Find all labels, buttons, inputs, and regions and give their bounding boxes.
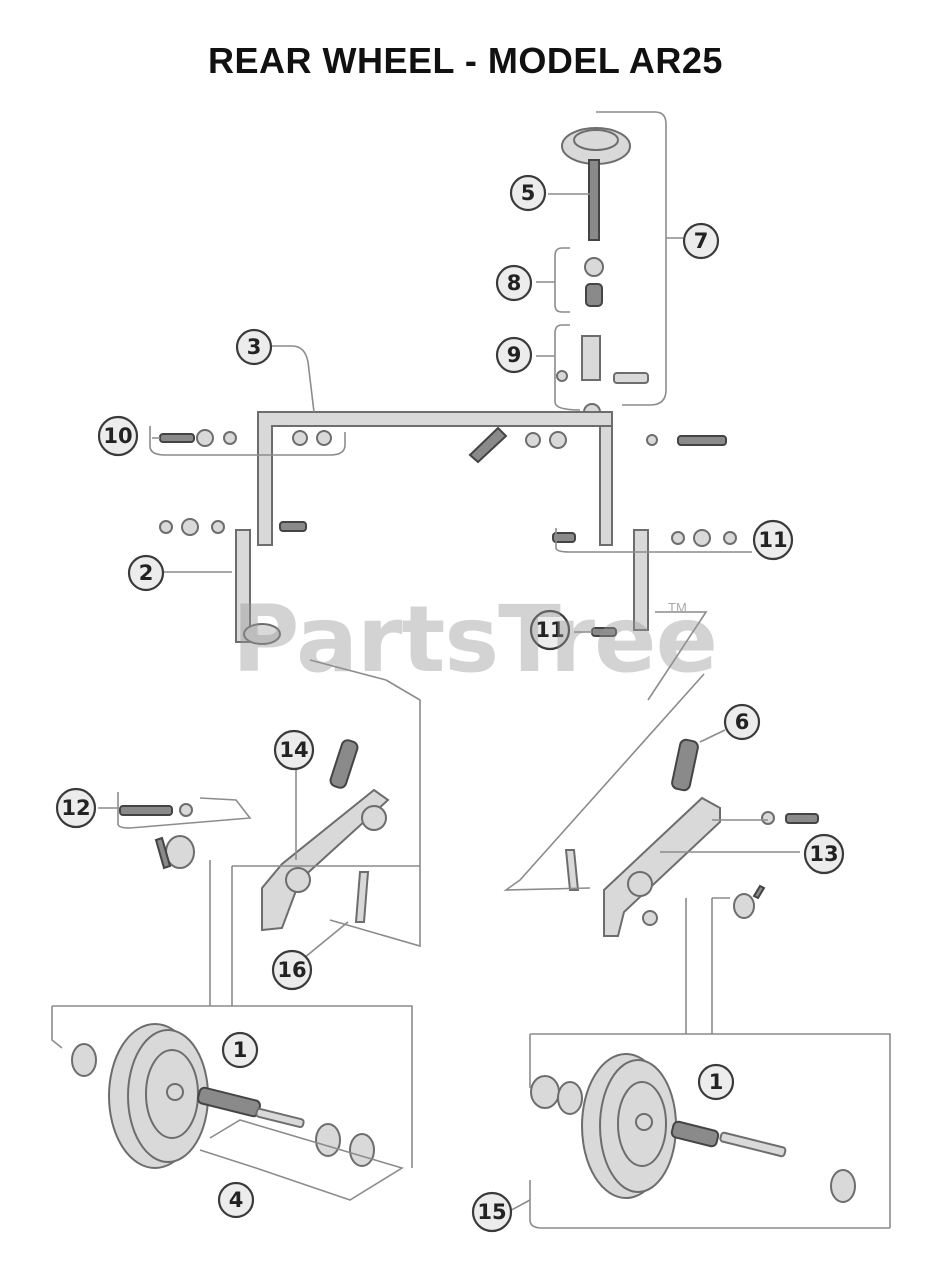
page-title: REAR WHEEL - MODEL AR25 [208,40,723,81]
callout-15: 15 [471,1191,513,1233]
svg-text:3: 3 [247,335,262,359]
svg-text:15: 15 [477,1200,506,1224]
callout-1-right: 1 [697,1063,735,1101]
callout-6: 6 [723,703,761,741]
callout-3: 3 [235,328,273,366]
left-height-bracket [119,739,390,932]
svg-text:4: 4 [229,1188,244,1212]
callout-5: 5 [509,174,547,212]
callout-12: 12 [55,787,97,829]
right-height-bracket [564,738,819,937]
callout-9: 9 [495,336,533,374]
svg-text:5: 5 [521,181,536,205]
svg-text:9: 9 [507,343,522,367]
svg-text:6: 6 [735,710,750,734]
svg-text:14: 14 [279,738,308,762]
callout-4: 4 [217,1181,255,1219]
watermark-trademark: TM [668,600,687,615]
svg-text:11: 11 [535,618,564,642]
svg-text:1: 1 [709,1070,724,1094]
callout-16: 16 [271,949,313,991]
callout-8: 8 [495,264,533,302]
callout-11-right: 11 [752,519,794,561]
callout-13: 13 [803,833,845,875]
callout-11-lower: 11 [529,609,571,651]
svg-text:1: 1 [233,1038,248,1062]
watermark-logo: PartsTree [232,586,718,693]
svg-text:13: 13 [809,842,838,866]
svg-text:8: 8 [507,271,522,295]
callout-10: 10 [97,415,139,457]
callout-2: 2 [127,554,165,592]
axle-bar-assembly [159,411,737,645]
svg-text:2: 2 [139,561,154,585]
adjustment-knob-assembly [556,127,649,421]
callout-7: 7 [682,222,720,260]
svg-text:11: 11 [758,528,787,552]
svg-text:10: 10 [103,424,132,448]
svg-text:12: 12 [61,796,90,820]
callout-1-left: 1 [221,1031,259,1069]
svg-text:16: 16 [277,958,306,982]
callout-14: 14 [273,729,315,771]
svg-text:7: 7 [694,229,709,253]
right-rear-wheel [530,1053,856,1203]
